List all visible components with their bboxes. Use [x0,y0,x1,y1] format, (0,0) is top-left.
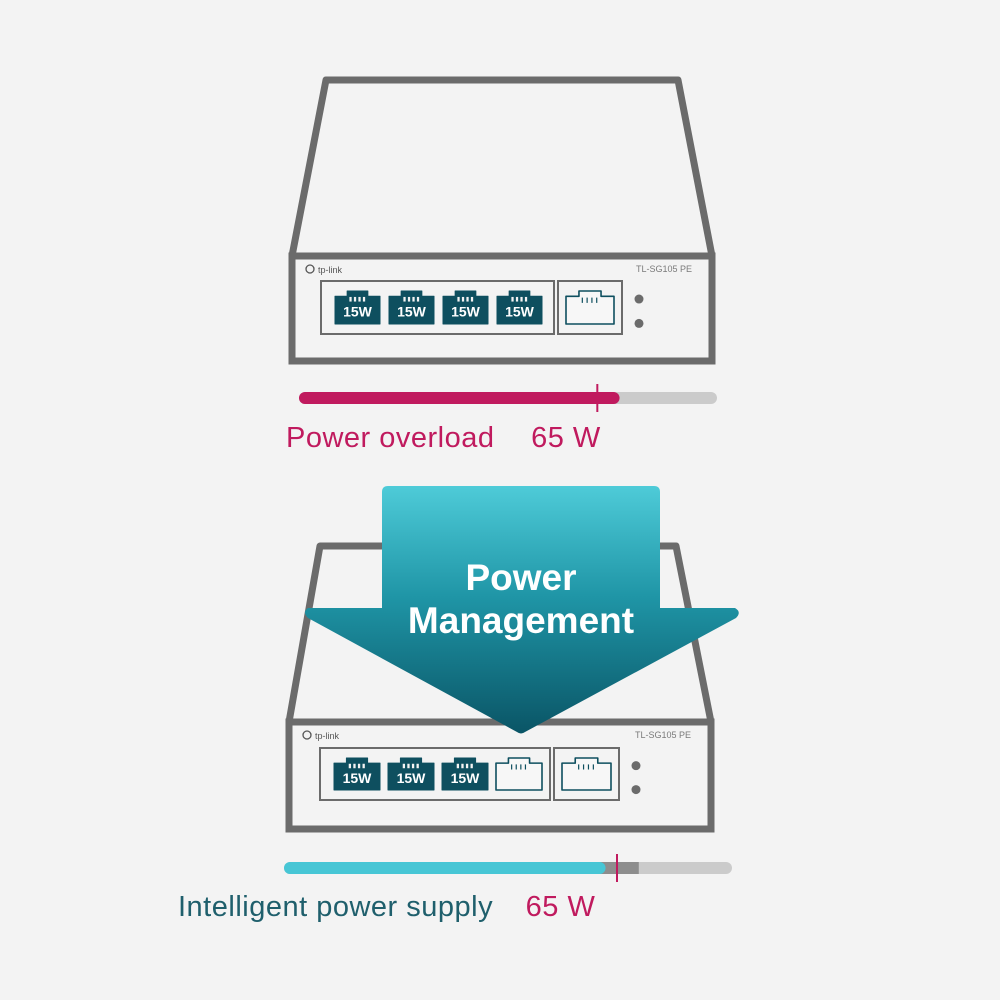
port-contact [461,763,464,769]
port-contact [402,763,406,769]
bottom-led-power [631,761,641,771]
bottom-uplink-port [561,757,612,791]
port-contact [357,763,361,769]
bottom-tplink-logo: tp-link [302,730,340,741]
bottom-poe-port-1 [333,757,381,791]
bottom-poe-port-shape-3 [441,757,489,791]
bottom-uplink-box [553,747,620,801]
supply-caption: Intelligent power supply 65 W [178,893,595,922]
supply-label: Intelligent power supply [178,891,494,923]
port-contact [524,296,528,302]
top-port-2-label: 15W [397,304,427,320]
top-uplink-port-shape [565,290,615,325]
top-poe-port-shape-4 [496,290,543,325]
top-poe-port-shape-3 [442,290,489,325]
top-port-1-label: 15W [343,304,373,320]
top-uplink-port [565,290,615,325]
logo-icon [302,730,312,740]
bottom-port-1-label: 15W [343,770,373,786]
top-model-text: TL-SG105 PE [636,264,692,274]
port-contact [411,763,415,769]
port-contact [353,296,357,302]
port-contact [465,763,469,769]
bottom-poe-port-shape-2 [387,757,435,791]
top-poe-port-3 [442,290,489,325]
top-poe-port-shape-2 [388,290,435,325]
supply-budget: 65 W [525,891,596,923]
port-contact [520,296,523,302]
port-contact [403,296,406,302]
port-contact [470,296,474,302]
top-switch: tp-link TL-SG105 PE 15W 15W 15W 15W [288,76,716,365]
port-contact [353,763,356,769]
overload-budget: 65 W [531,422,601,454]
top-port-3-label: 15W [451,304,481,320]
logo-icon [305,264,315,274]
bottom-brand-text: tp-link [315,731,340,741]
port-contact [461,296,465,302]
port-contact [348,763,352,769]
top-poe-port-2 [388,290,435,325]
port-contact [416,296,420,302]
port-contact [412,296,415,302]
top-poe-port-shape-1 [334,290,381,325]
bottom-poe-port-shape-1 [333,757,381,791]
top-switch-top [288,76,716,260]
top-led-poe [634,318,644,328]
port-contact [407,296,411,302]
port-contact [362,296,366,302]
port-contact [466,296,469,302]
port-contact [362,763,365,769]
overload-caption: Power overload 65 W [286,424,601,453]
port-contact [470,763,473,769]
power-management-arrow [305,486,739,734]
arrow-label-line1: Power [465,557,576,598]
port-contact [407,763,410,769]
port-contact [511,296,514,302]
top-switch-front [288,252,716,365]
port-contact [456,763,460,769]
port-contact [416,763,419,769]
port-contact [515,296,519,302]
port-contact [349,296,352,302]
arrow-label-line2: Management [408,600,634,641]
top-poe-port-4 [496,290,543,325]
top-port-4-label: 15W [505,304,535,320]
bottom-led-poe [631,785,641,795]
top-uplink-box [557,280,623,335]
top-led-power [634,294,644,304]
top-brand-text: tp-link [318,265,343,275]
bottom-port-3-label: 15W [451,770,481,786]
port-contact [358,296,361,302]
top-port-group [320,280,555,335]
bottom-model-text: TL-SG105 PE [635,730,691,740]
overload-label: Power overload [286,422,495,454]
bottom-port-group [319,747,551,801]
bottom-poe-port-4 [495,757,543,791]
bottom-poe-port-3 [441,757,489,791]
bottom-poe-port-shape-4 [495,757,543,791]
port-contact [457,296,460,302]
top-poe-port-1 [334,290,381,325]
bottom-port-2-label: 15W [397,770,427,786]
top-tplink-logo: tp-link [305,264,343,275]
bottom-uplink-port-shape [561,757,612,791]
bottom-poe-port-2 [387,757,435,791]
